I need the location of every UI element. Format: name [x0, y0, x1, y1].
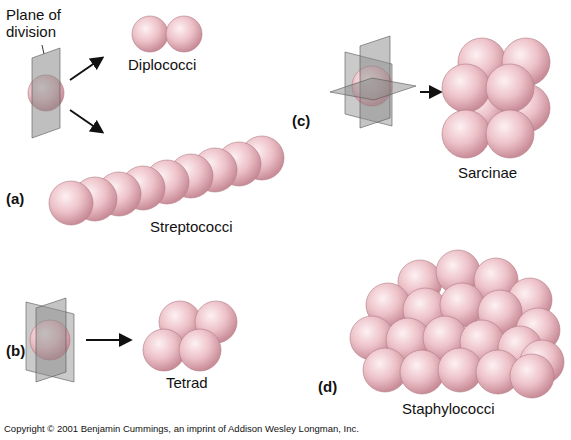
- staphylococci-cluster: [350, 250, 564, 398]
- tetrad-cells-part: [143, 329, 185, 371]
- division-arrows-a: [70, 58, 102, 132]
- streptococci-chain: [49, 136, 284, 225]
- copyright-note: Copyright © 2001 Benjamin Cummings, an i…: [4, 424, 359, 435]
- sarcinae-cells-part: [486, 64, 534, 112]
- sarcinae-cells: [442, 38, 550, 158]
- panel-letter: (a): [6, 190, 24, 207]
- division-arrows-a-part: [70, 110, 102, 132]
- arrangement-name: Staphylococci: [402, 400, 495, 417]
- arrangement-name: Tetrad: [166, 374, 208, 391]
- arrangement-name: Sarcinae: [458, 164, 517, 181]
- arrangement-name: Streptococci: [150, 218, 233, 235]
- division-planes-c-part: [330, 78, 416, 100]
- division-planes-b-part: [36, 298, 66, 382]
- streptococci-chain-part: [49, 181, 93, 225]
- division-arrows-a-part: [70, 58, 102, 80]
- division-planes-b: [26, 298, 74, 382]
- division-plane-a-part: [42, 45, 44, 54]
- diplococci-cells: [132, 16, 202, 52]
- diplococci-cells-part: [166, 16, 202, 52]
- plane-label: Plane of division: [6, 6, 86, 41]
- division-plane-a-part: [32, 48, 60, 138]
- staphylococci-cluster-part: [438, 348, 482, 392]
- panel-letter: (b): [6, 342, 25, 359]
- division-plane-a: [28, 45, 64, 138]
- sarcinae-cells-part: [486, 110, 534, 158]
- sarcinae-cells-part: [442, 64, 490, 112]
- arrangement-name: Diplococci: [128, 56, 196, 73]
- division-arrow-c: [420, 91, 440, 93]
- division-planes-c: [330, 36, 416, 128]
- tetrad-cells: [143, 301, 237, 371]
- diplococci-cells-part: [132, 16, 168, 52]
- staphylococci-cluster-part: [400, 350, 444, 394]
- panel-letter: (c): [292, 112, 310, 129]
- staphylococci-cluster-part: [510, 354, 554, 398]
- sarcinae-cells-part: [442, 110, 490, 158]
- division-arrow-b: [86, 339, 130, 341]
- panel-letter: (d): [318, 378, 337, 395]
- tetrad-cells-part: [179, 329, 221, 371]
